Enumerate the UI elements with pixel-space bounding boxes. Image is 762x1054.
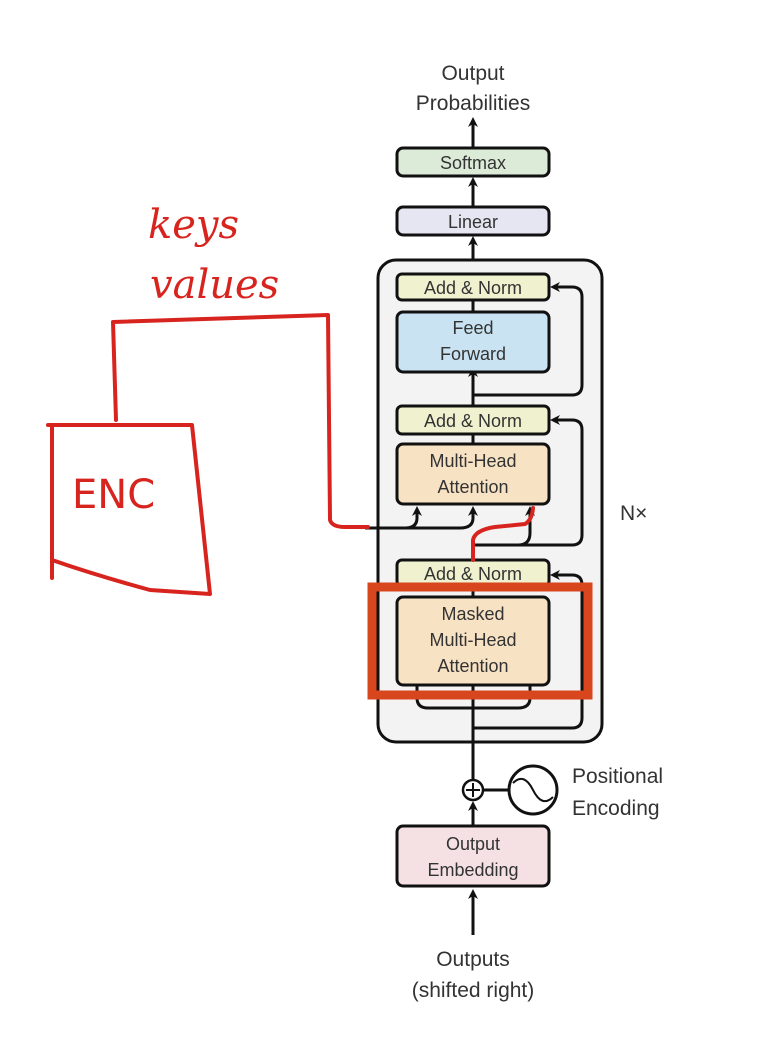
masked-attention-label-line2: Multi-Head [429, 630, 516, 650]
output-probabilities-label-line2: Probabilities [416, 92, 530, 115]
positional-encoding-label-line2: Encoding [572, 797, 660, 820]
output-probabilities-label-line1: Output [441, 62, 504, 85]
multi-head-attention-block [395, 442, 551, 506]
softmax-label: Softmax [440, 153, 506, 173]
mha-input-values [405, 506, 478, 530]
output-embedding-label-line2: Embedding [427, 860, 518, 880]
outputs-label-line1: Outputs [436, 948, 510, 971]
handwritten-values: values [150, 262, 279, 308]
outputs-label-line2: (shifted right) [412, 979, 535, 1002]
positional-encoding-label-line1: Positional [572, 765, 663, 788]
feed-forward-block [395, 310, 551, 374]
masked-attention-label-line3: Attention [437, 656, 508, 676]
encoder-sketch-box [46, 423, 212, 596]
handwritten-keys: keys [148, 202, 239, 248]
masked-attention-highlight [367, 582, 593, 700]
linear-block [395, 205, 551, 237]
add-norm-bottom-label: Add & Norm [424, 564, 522, 584]
encoder-label: ENC [72, 472, 155, 518]
add-norm-top-label: Add & Norm [424, 278, 522, 298]
residual-masked [473, 570, 584, 730]
softmax-block [395, 146, 551, 178]
add-norm-mid-label: Add & Norm [424, 411, 522, 431]
feed-forward-label-line1: Feed [452, 318, 493, 338]
output-embedding-block [395, 824, 551, 888]
query-annotation-line [471, 506, 535, 562]
residual-ff [473, 282, 584, 397]
add-norm-top-block [395, 272, 551, 302]
linear-label: Linear [448, 212, 498, 232]
masked-attention-block [395, 595, 551, 687]
add-norm-mid-block [395, 404, 551, 436]
repeat-n-label: N× [620, 502, 647, 525]
mha-label-line1: Multi-Head [429, 451, 516, 471]
residual-mha [473, 415, 584, 547]
output-embedding-label-line1: Output [446, 834, 500, 854]
mha-label-line2: Attention [437, 477, 508, 497]
sine-curve [512, 777, 554, 803]
masked-attention-label-line1: Masked [441, 604, 504, 624]
encoder-output-line [111, 313, 370, 529]
feed-forward-label-line2: Forward [440, 344, 506, 364]
